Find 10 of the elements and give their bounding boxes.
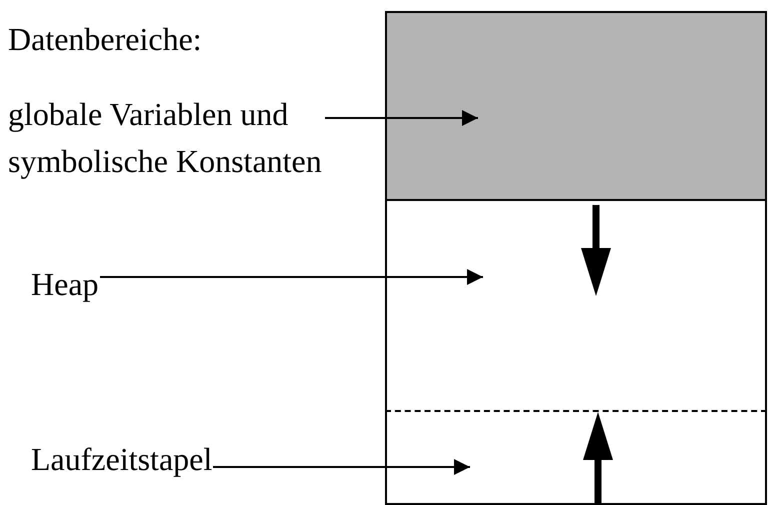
memory-region (385, 11, 767, 201)
region-label: Heap (31, 261, 99, 308)
heading-text: Datenbereiche: (8, 20, 202, 59)
region-label: globale Variablen und symbolische Konstanten (8, 91, 324, 185)
memory-region (385, 410, 767, 505)
arrow (100, 269, 483, 285)
memory-region (385, 201, 767, 410)
arrow (325, 110, 478, 126)
arrow (213, 459, 470, 475)
region-label: Laufzeitstapel (31, 436, 212, 483)
